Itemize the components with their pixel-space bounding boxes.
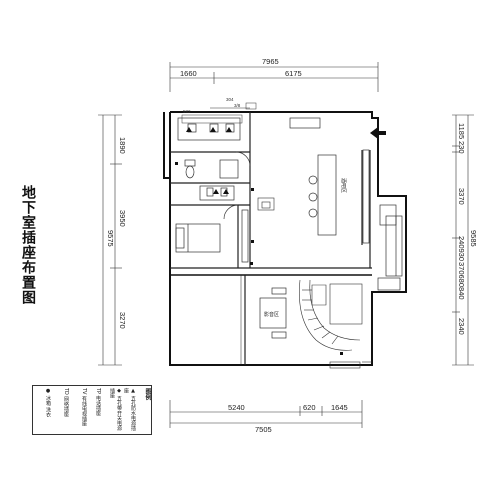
legend: 图例 ▲ 五孔防水电源插座 ◆ 五孔带开关电源插座 TP 电话插座 TV 有线电… <box>32 385 152 435</box>
right-dimensions <box>452 114 474 366</box>
legend-symbol-3: TP <box>95 388 101 395</box>
legend-symbol-6: ● <box>45 388 51 394</box>
legend-symbol-1: ▲ <box>130 388 136 394</box>
dim-top-right: 6175 <box>285 69 302 78</box>
bedroom <box>175 204 249 263</box>
detail-label-c: 3/8 <box>234 103 241 108</box>
left-dimensions <box>98 114 122 366</box>
dim-right-total: 9585 <box>469 230 478 247</box>
inner-walls <box>170 112 372 365</box>
room-label-bar: 酒吧区 <box>340 178 347 193</box>
legend-text-2: 五孔带开关电源插座 <box>109 388 122 431</box>
dim-left-b: 3950 <box>118 210 127 227</box>
dim-right-c: 3370 <box>457 188 466 205</box>
outer-walls <box>163 111 407 366</box>
room-label-lounge: 影音区 <box>264 311 279 318</box>
bathroom <box>177 117 251 201</box>
lounge-area <box>259 287 287 339</box>
dim-right-a: 1185 <box>457 123 466 139</box>
dim-left-total: 9575 <box>106 230 115 247</box>
legend-symbol-5: TD <box>63 388 69 395</box>
legend-text-6: 冰箱 洗衣 <box>45 395 51 418</box>
dim-bottom-total: 7505 <box>255 425 272 434</box>
legend-item-4: TV 有线电视插座 <box>81 388 88 434</box>
dim-left-c: 3270 <box>118 312 127 329</box>
legend-item-1: ▲ 五孔防水电源插座 <box>123 388 137 434</box>
top-dimensions <box>169 62 379 92</box>
dim-right-d: 240930 <box>457 236 466 261</box>
desk-chair <box>257 197 275 211</box>
legend-text-1: 五孔防水电源插座 <box>123 388 136 431</box>
dim-right-b: 230 <box>457 141 466 154</box>
socket-symbols <box>175 127 343 355</box>
lower-doors <box>329 361 372 369</box>
dim-top-left: 1660 <box>180 69 197 78</box>
legend-item-5: TD 网络插座 <box>63 388 70 434</box>
detail-label-b: 304 <box>226 97 234 102</box>
legend-symbol-4: TV <box>81 388 87 395</box>
dim-left-a: 1890 <box>118 137 127 154</box>
staircase <box>299 279 363 351</box>
legend-item-2: ◆ 五孔带开关电源插座 <box>109 388 123 434</box>
dim-top-total: 7965 <box>262 57 279 66</box>
legend-heading: 图例 <box>144 388 151 400</box>
drawing-title: 地下室插座布置图 <box>20 185 36 305</box>
dim-bottom-c: 1645 <box>331 403 348 412</box>
detail-label-a: 582 <box>183 109 191 114</box>
legend-text-4: 有线电视插座 <box>81 396 87 427</box>
legend-item-6: ● 冰箱 洗衣 <box>45 388 52 434</box>
legend-text-5: 网络插座 <box>63 396 69 417</box>
dim-right-e: 370680840 <box>457 262 466 300</box>
legend-symbol-2: ◆ <box>116 388 122 394</box>
bottom-dimensions <box>169 400 363 428</box>
dim-bottom-b: 620 <box>303 403 316 412</box>
legend-text-3: 电话插座 <box>95 395 101 416</box>
top-wall-detail <box>181 102 257 124</box>
bar-area <box>289 117 370 244</box>
entrance-arrow-icon <box>370 127 386 139</box>
dim-right-f: 2340 <box>457 318 466 335</box>
storage-wing <box>377 204 403 291</box>
dim-bottom-a: 5240 <box>228 403 245 412</box>
legend-item-3: TP 电话插座 <box>95 388 102 434</box>
